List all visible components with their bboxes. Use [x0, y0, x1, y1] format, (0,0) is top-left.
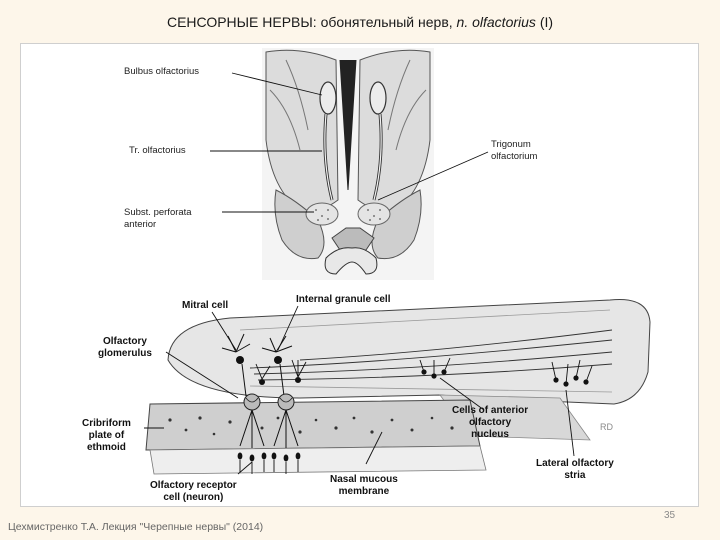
label-internal-granule-cell: Internal granule cell	[296, 294, 391, 305]
label-subst-line-1: Subst. perforata	[124, 207, 192, 218]
label-tractus-olfactorius: Tr. olfactorius	[129, 145, 186, 156]
label-cribriform-line-1: Cribriform	[82, 418, 131, 429]
brain-base-drawing	[262, 48, 434, 280]
label-trigonum-line-2: olfactorium	[491, 151, 538, 162]
label-olfactory-receptor: Olfactory receptor cell (neuron)	[150, 480, 237, 504]
label-stria-line-2: stria	[564, 470, 586, 481]
label-cribriform-plate: Cribriform plate of ethmoid	[82, 418, 131, 454]
title-main: СЕНСОРНЫЕ НЕРВЫ: обонятельный нерв,	[166, 14, 453, 30]
label-trigonum-line-1: Trigonum	[491, 139, 531, 150]
label-olfactory-glomerulus: Olfactory glomerulus	[98, 336, 152, 360]
olfactory-pathway-drawing	[145, 298, 651, 475]
label-lateral-olfactory-stria: Lateral olfactory stria	[536, 458, 614, 482]
label-anterior-line-3: nucleus	[471, 429, 509, 440]
label-anterior-olfactory-nucleus: Cells of anterior olfactory nucleus	[452, 405, 528, 441]
label-subst-line-2: anterior	[124, 219, 157, 230]
page-number: 35	[664, 510, 676, 521]
label-cribriform-line-3: ethmoid	[87, 442, 126, 453]
title-latin: n. olfactorius	[456, 14, 536, 30]
label-receptor-line-1: Olfactory receptor	[150, 480, 237, 491]
label-bulbus-olfactorius: Bulbus olfactorius	[124, 66, 199, 77]
label-anterior-line-2: olfactory	[468, 417, 512, 428]
label-trigonum: Trigonum olfactorium	[491, 139, 537, 163]
footer-credit: Цехмистренко Т.А. Лекция "Черепные нервы…	[8, 521, 264, 533]
label-stria-line-1: Lateral olfactory	[536, 458, 614, 469]
label-subst-perforata: Subst. perforata anterior	[124, 207, 192, 231]
label-mucous-line-2: membrane	[338, 486, 390, 497]
artist-signature: RD	[600, 422, 613, 432]
top-leader-lines	[210, 72, 489, 213]
label-nasal-mucous-membrane: Nasal mucous membrane	[330, 474, 398, 498]
label-mucous-line-1: Nasal mucous	[330, 474, 398, 485]
title-numeral: (I)	[539, 14, 554, 30]
label-glomerulus-line-1: Olfactory	[103, 336, 147, 347]
slide-title: СЕНСОРНЫЕ НЕРВЫ: обонятельный нерв, n. o…	[0, 14, 720, 30]
label-cribriform-line-2: plate of	[88, 430, 125, 441]
label-mitral-cell: Mitral cell	[182, 300, 229, 311]
label-anterior-line-1: Cells of anterior	[452, 405, 529, 416]
label-receptor-line-2: cell (neuron)	[163, 492, 224, 503]
bottom-leader-lines	[144, 305, 575, 475]
label-glomerulus-line-2: glomerulus	[98, 348, 152, 359]
